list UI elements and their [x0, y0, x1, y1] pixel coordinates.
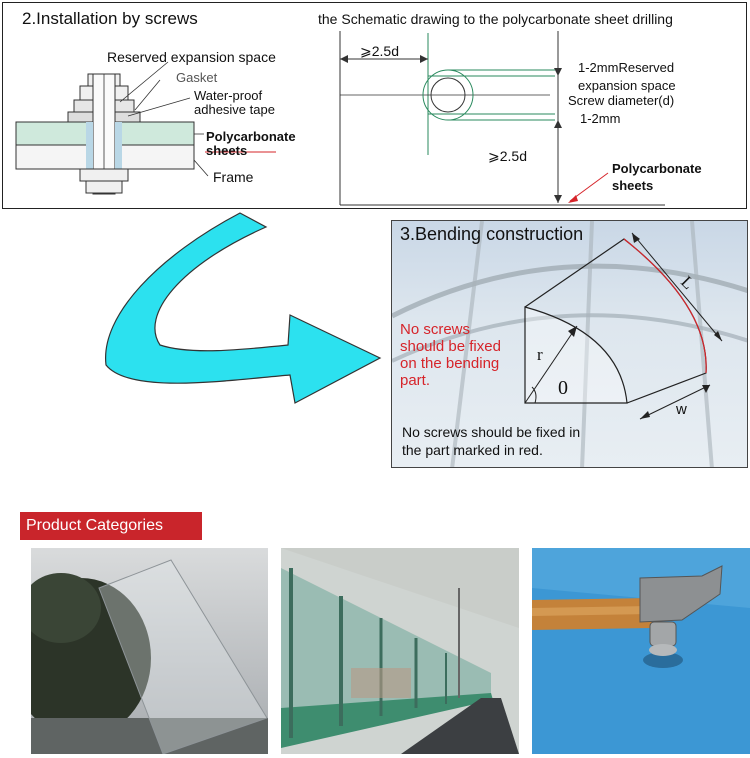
drill-poly-1: Polycarbonate	[612, 161, 702, 176]
bending-note: No screws should be fixed in the part ma…	[402, 423, 580, 459]
poly-label-1: Polycarbonate	[206, 129, 296, 144]
red-note-line: No screws	[400, 321, 471, 338]
red-note-line: part.	[400, 372, 431, 389]
red-note-line: on the bending	[400, 355, 500, 372]
product-categories-banner: Product Categories	[20, 512, 202, 540]
bending-title: 3.Bending construction	[400, 224, 584, 244]
width-label: w	[676, 401, 687, 418]
bending-red-note: No screws should be fixed on the bending…	[400, 321, 501, 389]
drill-mm-label: 1-2mm	[580, 111, 621, 126]
curved-arrow	[105, 212, 382, 404]
bending-panel: 3.Bending construction No screws should …	[391, 220, 748, 468]
gasket-label: Gasket	[176, 70, 218, 85]
screw-diameter-label: Screw diameter(d)	[568, 93, 675, 108]
note-line: No screws should be fixed in	[402, 424, 581, 440]
drill-dim-top: ⩾2.5d	[360, 43, 399, 59]
drilling-schematic	[339, 31, 665, 206]
drilling-title: the Schematic drawing to the polycarbona…	[318, 11, 673, 27]
drill-dim-bottom: ⩾2.5d	[488, 148, 527, 164]
note-line: the part marked in red.	[402, 442, 543, 458]
drill-reserved-1: 1-2mmReserved	[578, 60, 675, 75]
angle-label: 0	[558, 377, 568, 399]
drill-poly-2: sheets	[612, 178, 654, 193]
photo-sheet-sky	[31, 548, 268, 754]
radius-label: r	[537, 345, 543, 364]
greenhouse-background	[392, 221, 747, 467]
tape-label-1: Water-proof	[194, 88, 263, 103]
photo-hammer-test	[532, 548, 750, 754]
tape-label-2: adhesive tape	[194, 102, 275, 117]
photo-highway-barrier	[281, 548, 519, 754]
reserved-expansion-label: Reserved expansion space	[107, 49, 276, 65]
installation-title: 2.Installation by screws	[22, 9, 198, 28]
screw-installation-diagram	[15, 61, 276, 195]
poly-label-2: sheets	[206, 143, 248, 158]
drill-reserved-2: expansion space	[578, 78, 676, 93]
frame-label: Frame	[213, 169, 254, 185]
red-note-line: should be fixed	[400, 338, 501, 355]
